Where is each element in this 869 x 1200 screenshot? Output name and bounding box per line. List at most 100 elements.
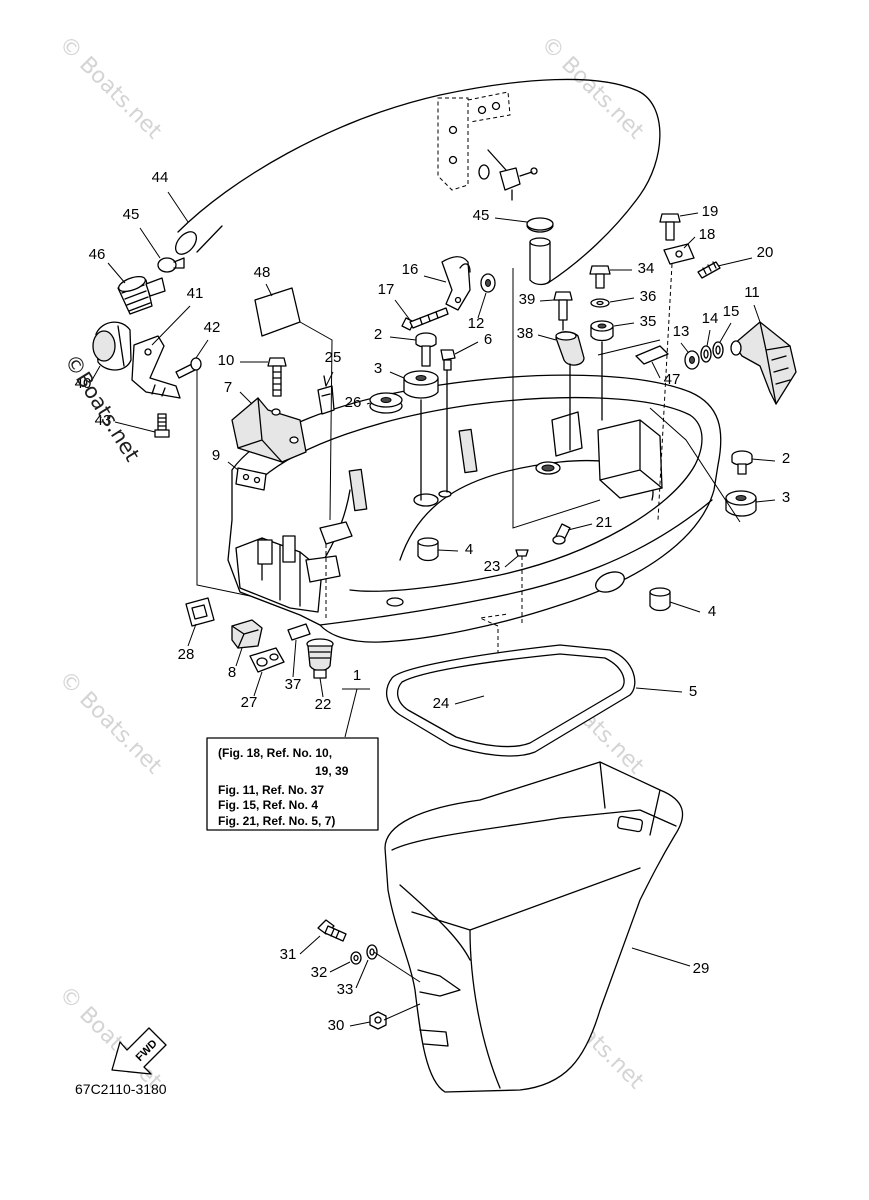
callout-36: 36 xyxy=(640,288,657,305)
clip-45-right xyxy=(526,217,554,233)
grommet-3-right xyxy=(725,490,757,517)
callout-34: 34 xyxy=(638,260,655,277)
callouts: 44 45 46 41 42 40 43 48 16 17 10 7 25 2 … xyxy=(75,169,791,1034)
callout-7: 7 xyxy=(224,379,232,396)
clip-25 xyxy=(317,375,335,415)
callout-14: 14 xyxy=(702,310,719,327)
label-plate-48 xyxy=(254,287,301,337)
callout-42: 42 xyxy=(204,319,221,336)
bolt-10 xyxy=(267,357,287,397)
callout-30: 30 xyxy=(328,1017,345,1034)
bolt-34 xyxy=(589,265,611,289)
grommet-26 xyxy=(369,392,403,414)
grommet-4-center xyxy=(417,537,439,562)
bolt-2-left xyxy=(415,332,437,367)
ring-14 xyxy=(700,345,712,363)
callout-29: 29 xyxy=(693,960,710,977)
watermark-left-overlay: ©Boats.net xyxy=(60,350,145,466)
callout-17: 17 xyxy=(378,281,395,298)
grommet-27 xyxy=(249,647,285,673)
screw-23 xyxy=(515,549,529,626)
callout-33: 33 xyxy=(337,981,354,998)
callout-3-right: 3 xyxy=(782,489,790,506)
fwd-arrow-icon xyxy=(111,1027,167,1075)
callout-21: 21 xyxy=(596,514,613,531)
tube-45 xyxy=(529,237,551,286)
ring-15 xyxy=(712,341,724,359)
bolt-31 xyxy=(317,919,347,942)
callout-32: 32 xyxy=(311,964,328,981)
callout-48: 48 xyxy=(254,264,271,281)
plate-18 xyxy=(663,243,695,265)
callout-24: 24 xyxy=(433,695,450,712)
washer-32 xyxy=(350,951,362,965)
housing-40 xyxy=(92,321,132,371)
callout-9: 9 xyxy=(212,447,220,464)
callout-19: 19 xyxy=(702,203,719,220)
callout-6: 6 xyxy=(484,331,492,348)
callout-10: 10 xyxy=(218,352,235,369)
callout-46: 46 xyxy=(89,246,106,263)
lever-11 xyxy=(730,321,797,405)
callout-28: 28 xyxy=(178,646,195,663)
nut-30 xyxy=(369,1011,387,1030)
bolt-2-right xyxy=(731,450,753,475)
callout-13: 13 xyxy=(673,323,690,340)
callout-47: 47 xyxy=(664,371,681,388)
drawing-code: 67C2110-3180 xyxy=(75,1081,167,1097)
bottom-cowling-1 xyxy=(227,374,722,643)
callout-45-right: 45 xyxy=(473,207,490,224)
callout-25: 25 xyxy=(325,349,342,366)
callout-2-right: 2 xyxy=(782,450,790,467)
label-plate-47 xyxy=(635,345,669,365)
reference-note: (Fig. 18, Ref. No. 10, 19, 39 Fig. 11, R… xyxy=(206,737,379,831)
callout-18: 18 xyxy=(699,226,716,243)
washer-36 xyxy=(590,298,610,308)
grommet-28 xyxy=(185,597,215,627)
callout-31: 31 xyxy=(280,946,297,963)
callout-16: 16 xyxy=(402,261,419,278)
callout-40: 40 xyxy=(75,375,92,392)
callout-44: 44 xyxy=(152,169,169,186)
plug-22 xyxy=(306,638,334,679)
grommet-13 xyxy=(684,350,700,370)
callout-4-center: 4 xyxy=(465,541,473,558)
watermark-top-left: © Boats.net xyxy=(54,32,167,145)
callout-4-right: 4 xyxy=(708,603,716,620)
bracket-41 xyxy=(131,335,181,399)
block-8 xyxy=(231,619,263,649)
reference-note-line-4: Fig. 15, Ref. No. 4 xyxy=(218,798,318,812)
callout-8: 8 xyxy=(228,664,236,681)
watermark-mid-left: © Boats.net xyxy=(54,667,167,780)
label-plate-37 xyxy=(287,623,311,641)
callout-2-left: 2 xyxy=(374,326,382,343)
callout-26: 26 xyxy=(345,394,362,411)
callout-11: 11 xyxy=(744,284,760,301)
grommet-4-right xyxy=(649,587,671,612)
callout-35: 35 xyxy=(640,313,657,330)
cap-38 xyxy=(555,331,585,451)
reference-note-line-2: 19, 39 xyxy=(315,764,349,778)
lower-cover-29 xyxy=(384,761,684,1093)
callout-23: 23 xyxy=(484,558,501,575)
callout-38: 38 xyxy=(517,325,534,342)
grommet-35 xyxy=(590,320,614,421)
clip-45-left xyxy=(157,257,185,273)
grommet-12 xyxy=(480,273,496,293)
callout-22: 22 xyxy=(315,696,332,713)
callout-43: 43 xyxy=(95,412,112,429)
bolt-39 xyxy=(553,291,573,331)
callout-12: 12 xyxy=(468,315,485,332)
callout-5: 5 xyxy=(689,683,697,700)
seal-5 xyxy=(385,644,636,757)
screw-21 xyxy=(552,523,571,545)
bolt-17 xyxy=(401,307,449,331)
callout-1: 1 xyxy=(353,667,361,684)
callout-27: 27 xyxy=(241,694,258,711)
engine-bracket-reference xyxy=(437,91,511,191)
bolt-43 xyxy=(154,413,170,438)
callout-15: 15 xyxy=(723,303,740,320)
grommet-3-left xyxy=(403,370,439,501)
assembly-lines xyxy=(196,268,741,1021)
